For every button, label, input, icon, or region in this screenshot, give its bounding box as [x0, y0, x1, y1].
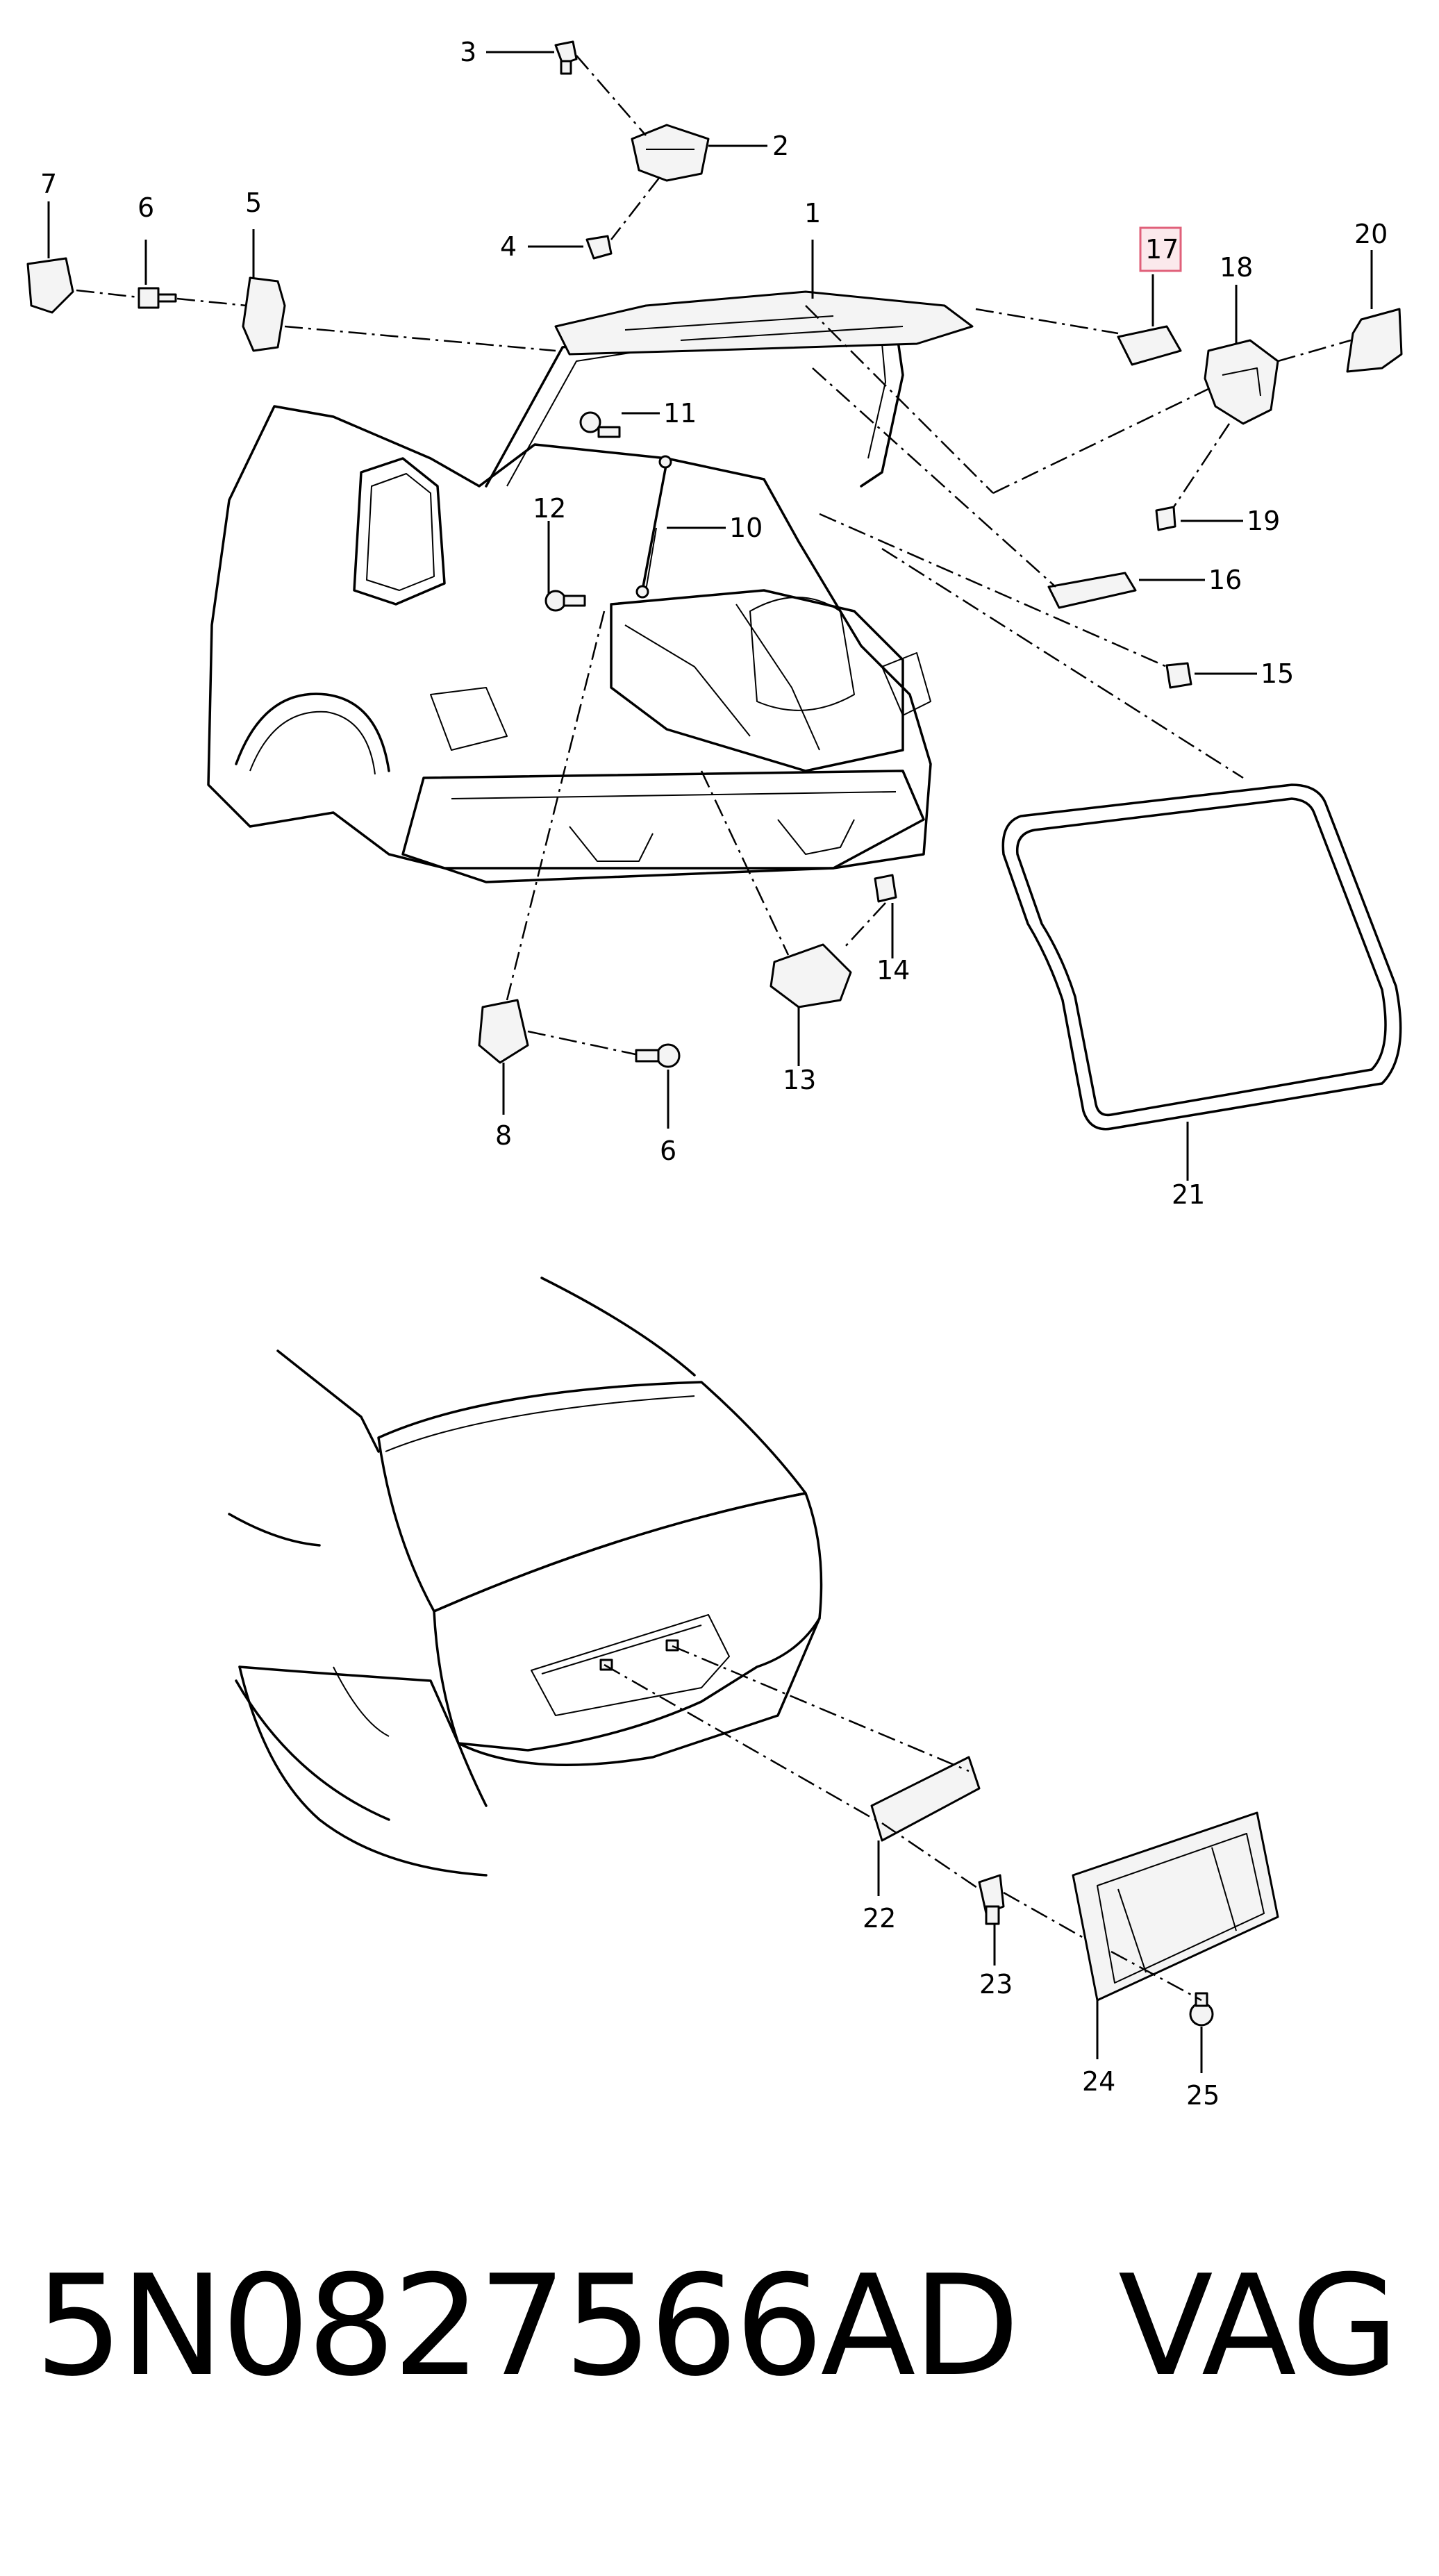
callout-19: 19: [1247, 506, 1280, 536]
callout-20: 20: [1354, 219, 1388, 249]
callout-11: 11: [663, 398, 697, 429]
callout-22: 22: [863, 1903, 896, 1934]
plate-bracket-parts: [870, 1756, 1279, 2027]
bracket-20: [1346, 308, 1403, 373]
assembly-lines-top: [76, 55, 1351, 1056]
callouts-top: 3 2 4 7 6 5 1 17 18 20 11 10 12 19 16 15…: [40, 37, 1388, 1210]
callout-4: 4: [500, 231, 517, 262]
plate-holder-24: [1072, 1811, 1279, 2002]
screw-14: [874, 874, 897, 903]
callout-2: 2: [772, 131, 789, 161]
ball-stud-12: [544, 590, 586, 612]
callout-14: 14: [876, 955, 910, 986]
trim-strip-22: [870, 1756, 981, 1842]
callout-8: 8: [495, 1120, 512, 1151]
assembly-lines-bottom: [604, 1645, 1202, 2002]
callout-18: 18: [1220, 252, 1253, 283]
callout-6-upper: 6: [138, 192, 154, 223]
buffer-7: [26, 257, 74, 314]
tailgate-seal: [1001, 783, 1402, 1131]
screw-19: [1155, 506, 1176, 531]
hardware-parts: [26, 40, 1403, 1068]
brand-label: VAG: [1118, 2245, 1399, 2407]
nut-4: [585, 235, 613, 260]
callout-21: 21: [1172, 1179, 1205, 1210]
callout-6-lower: 6: [660, 1136, 676, 1166]
striker-13: [770, 943, 852, 1008]
ball-stud-11: [579, 411, 621, 438]
callout-5: 5: [245, 188, 262, 218]
callout-3: 3: [460, 37, 476, 67]
vehicle-rear-body: [207, 290, 974, 883]
buffer-8: [478, 999, 529, 1064]
callout-10: 10: [729, 513, 763, 543]
part-number: 5N0827566AD: [35, 2245, 1020, 2407]
leader-lines-top: [47, 51, 1373, 1181]
callout-7: 7: [40, 169, 57, 199]
callout-25: 25: [1186, 2080, 1220, 2111]
screw-25: [1189, 1992, 1214, 2027]
hinge-2: [631, 124, 710, 182]
callout-23: 23: [979, 1969, 1013, 2000]
callouts-bottom: 22 23 24 25: [863, 1903, 1220, 2111]
bolt-3: [554, 40, 578, 75]
gas-strut: [641, 460, 668, 592]
callout-17: 17: [1145, 234, 1179, 265]
callout-1: 1: [804, 198, 821, 228]
leader-lines-bottom: [877, 1840, 1203, 2073]
lock-18: [1204, 339, 1279, 425]
vehicle-rear-closed: [228, 1277, 823, 1877]
callout-24: 24: [1082, 2066, 1115, 2097]
screw-6-lower: [635, 1043, 681, 1068]
buffer-5: [242, 276, 286, 352]
callout-15: 15: [1261, 658, 1294, 689]
trim-16: [1047, 572, 1137, 609]
callout-13: 13: [783, 1065, 816, 1095]
release-switch-17: [1117, 325, 1182, 366]
callout-highlight-17: [1139, 226, 1182, 272]
callout-12: 12: [533, 493, 566, 524]
clip-23: [978, 1874, 1005, 1925]
screw-6-upper: [138, 287, 177, 309]
callout-16: 16: [1208, 565, 1242, 595]
clip-15: [1165, 662, 1192, 689]
footer: 5N0827566AD VAG: [0, 2257, 1439, 2396]
